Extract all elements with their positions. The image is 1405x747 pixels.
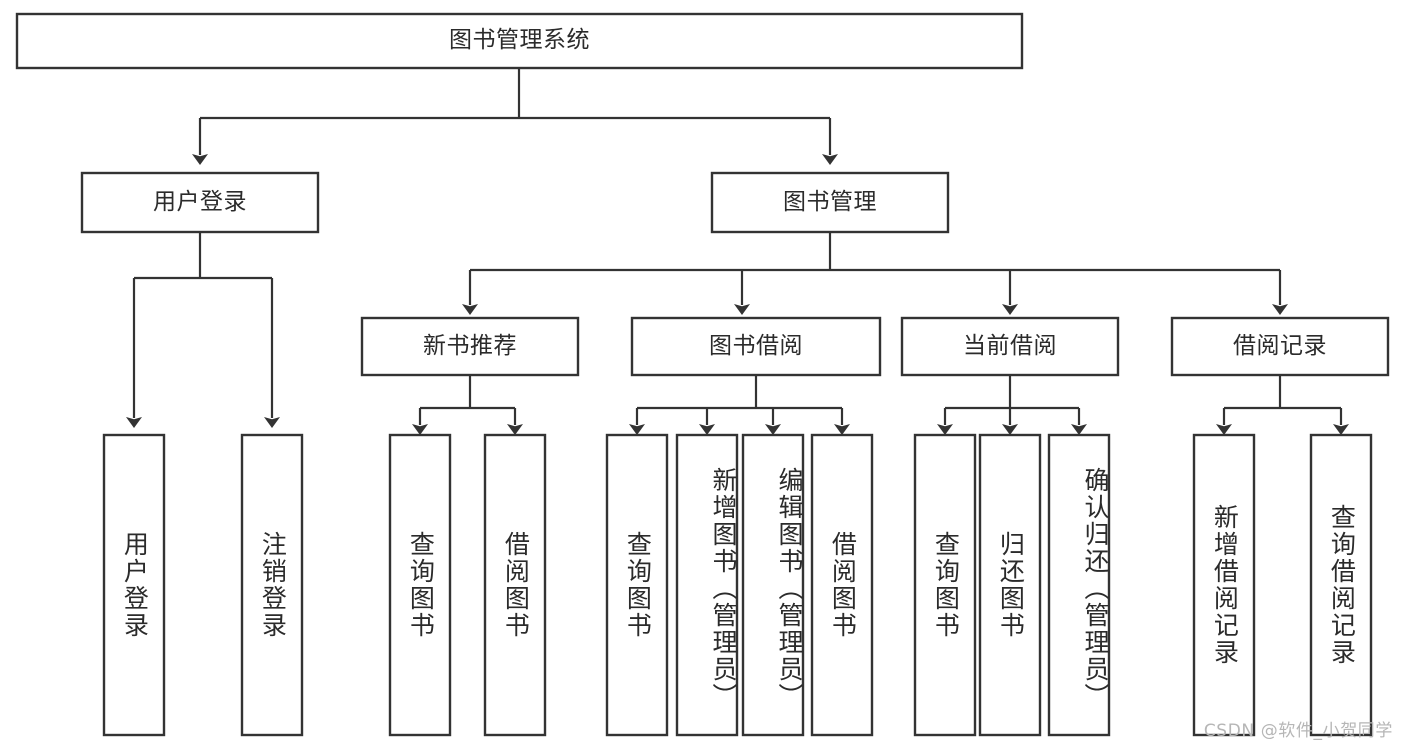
connector-root-to-bus <box>192 68 838 165</box>
node-box-root[interactable] <box>15 12 1024 70</box>
node-box-leaf[interactable] <box>240 433 304 737</box>
connector-bookmgmt-to-level3 <box>462 232 1288 315</box>
connector-bookborrow-to-leaves <box>629 375 850 435</box>
node-box-leaf[interactable] <box>675 433 739 737</box>
connector-borrowrecord-to-leaves <box>1216 375 1349 435</box>
node-box-leaf[interactable] <box>1309 433 1373 737</box>
node-box-leaf[interactable] <box>102 433 166 737</box>
node-box-borrow-record[interactable] <box>1170 316 1390 377</box>
node-box-leaf[interactable] <box>1047 433 1111 737</box>
node-box-leaf[interactable] <box>605 433 669 737</box>
connector-newbook-to-leaves <box>412 375 523 435</box>
node-box-leaf[interactable] <box>810 433 874 737</box>
watermark-text: CSDN @软件_小贺同学 <box>1203 721 1393 741</box>
node-box-leaf[interactable] <box>741 433 805 737</box>
node-box-leaf[interactable] <box>1192 433 1256 737</box>
node-box-leaf[interactable] <box>978 433 1042 737</box>
node-box-book-borrow[interactable] <box>630 316 882 377</box>
node-box-new-book-recommend[interactable] <box>360 316 580 377</box>
node-box-leaf[interactable] <box>913 433 977 737</box>
node-box-current-borrow[interactable] <box>900 316 1120 377</box>
connector-userlogin-to-leaves <box>126 232 280 428</box>
connector-currentborrow-to-leaves <box>937 375 1087 435</box>
node-box-leaf[interactable] <box>388 433 452 737</box>
node-box-book-management[interactable] <box>710 171 950 234</box>
node-box-user-login[interactable] <box>80 171 320 234</box>
node-box-leaf[interactable] <box>483 433 547 737</box>
